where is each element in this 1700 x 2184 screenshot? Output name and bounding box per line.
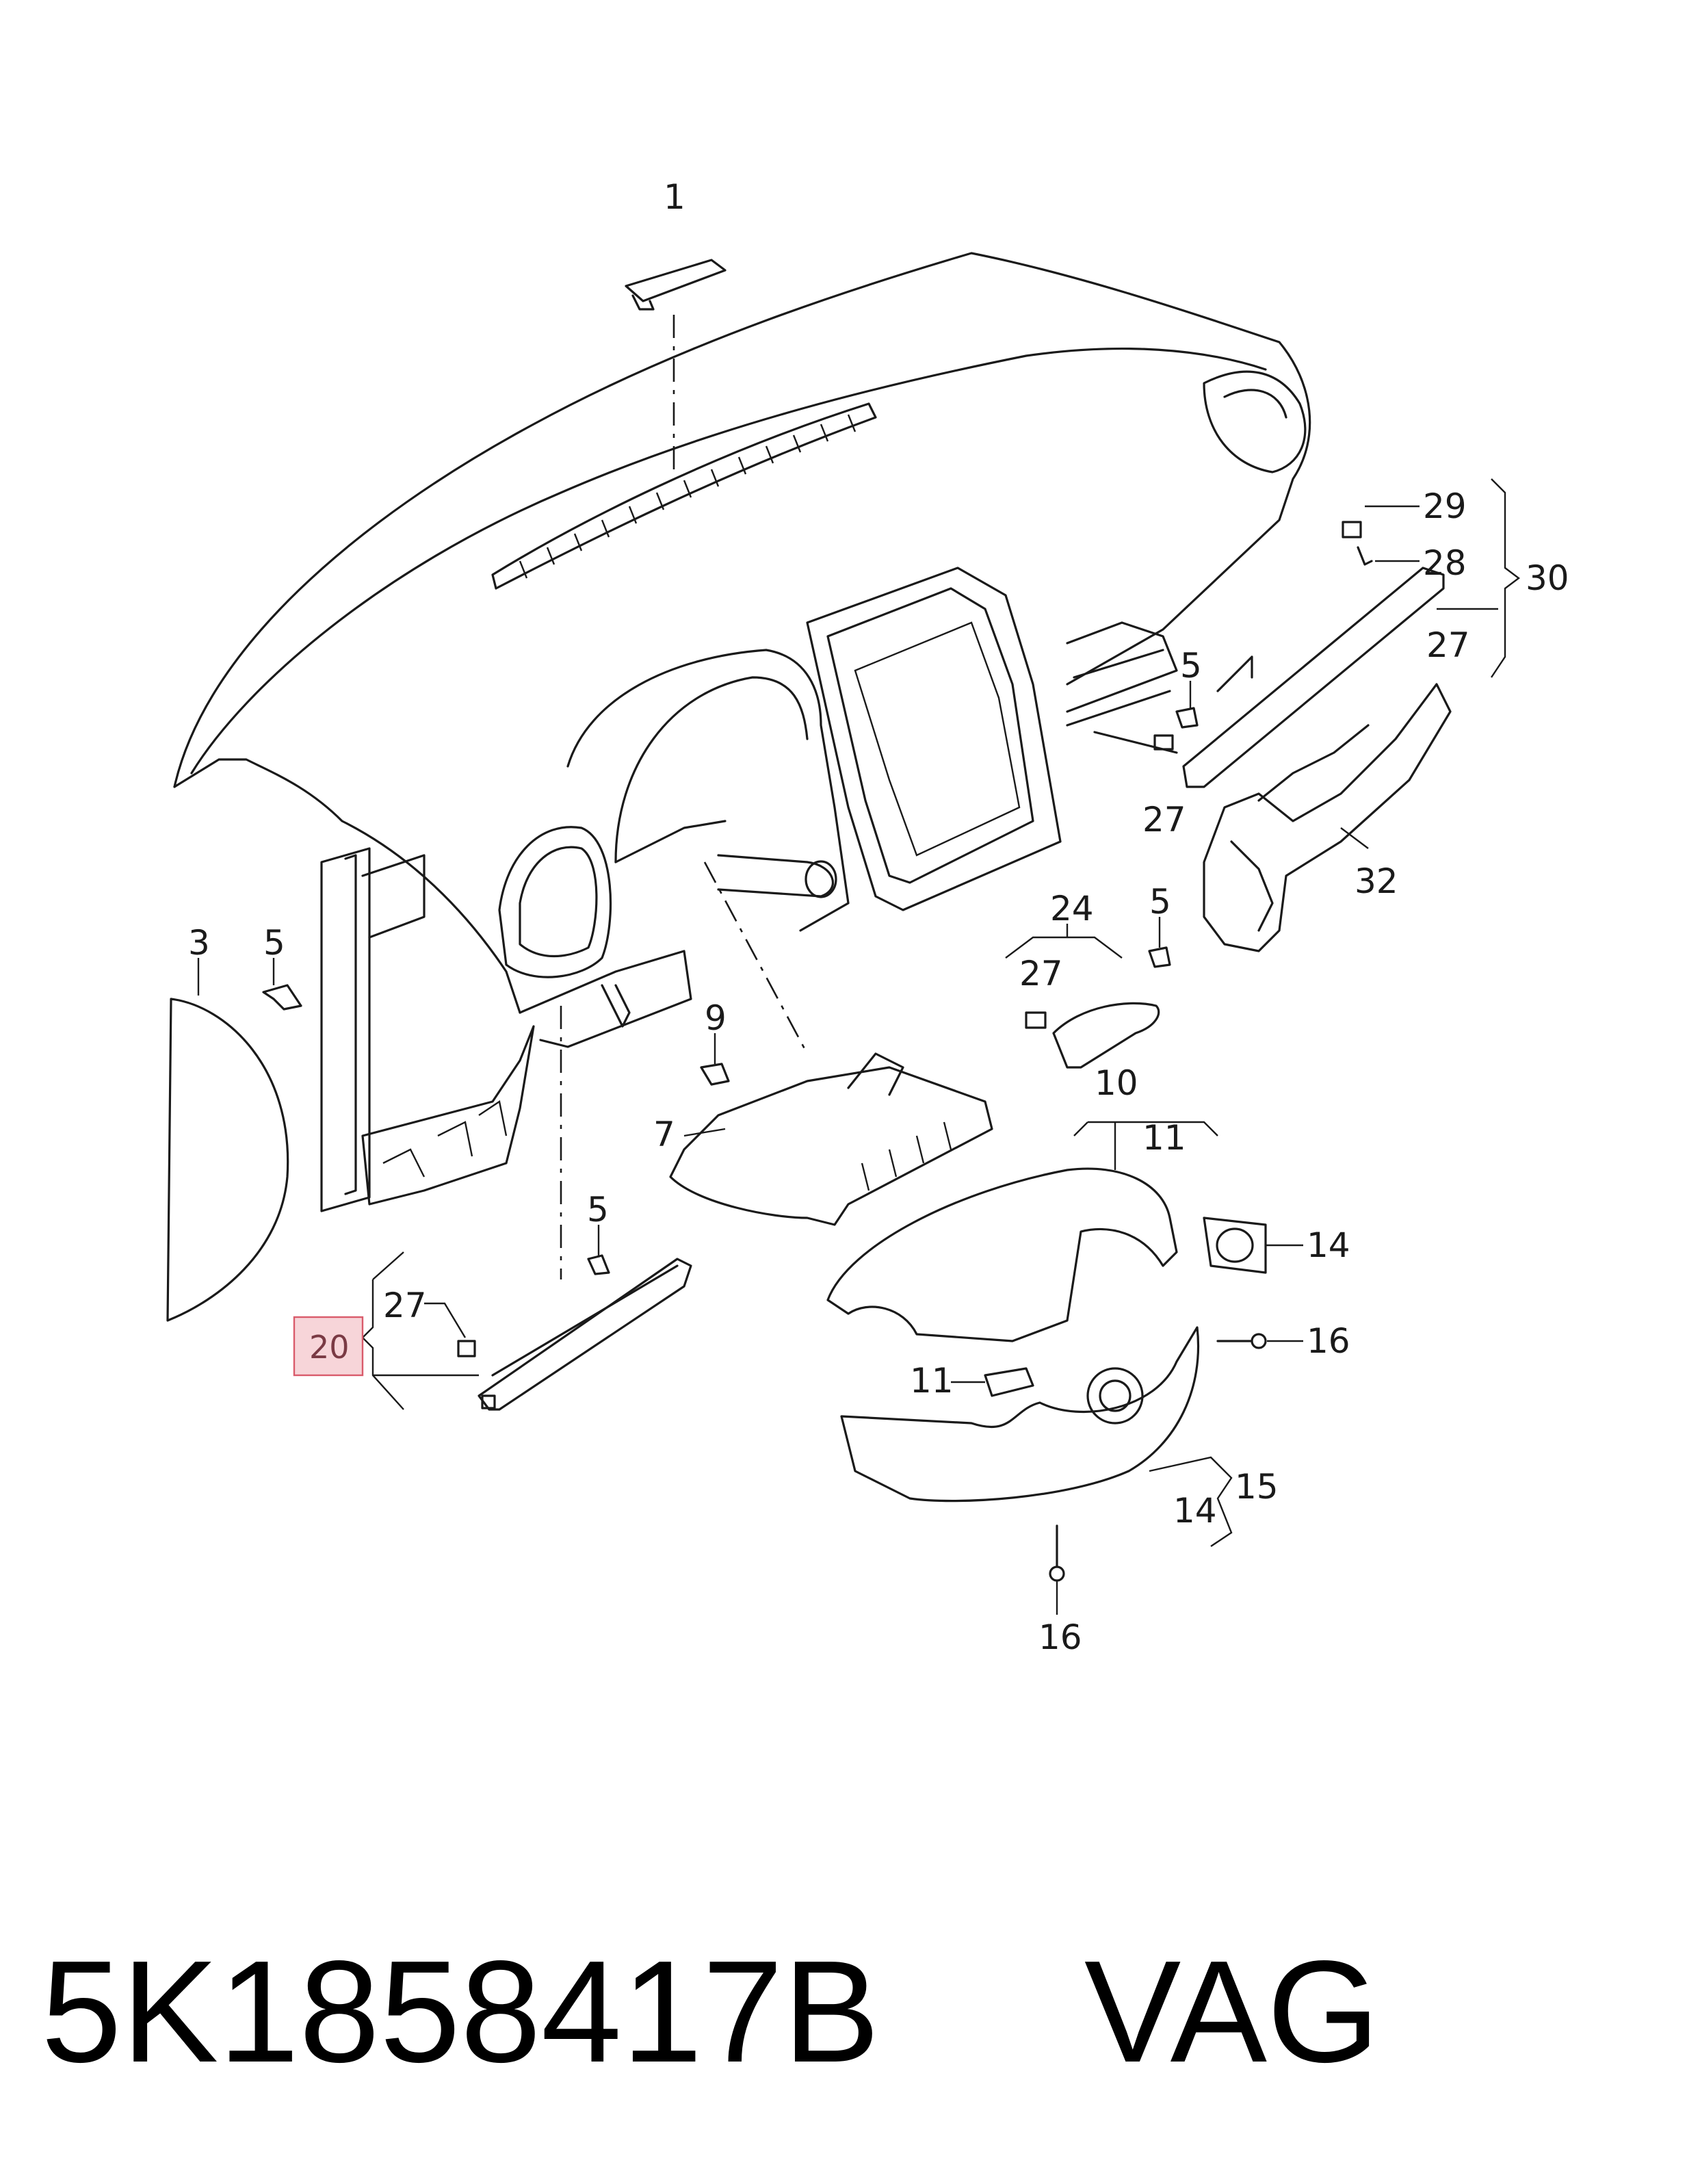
callout-16-right: 16 <box>1307 1321 1350 1361</box>
callout-28: 28 <box>1423 543 1467 583</box>
part-clip-27-left <box>424 1302 476 1357</box>
callout-27-mid: 27 <box>1019 954 1063 993</box>
part-clip-5-right <box>1148 917 1171 968</box>
callout-11-upper: 11 <box>1142 1118 1186 1158</box>
callout-5-upper-right: 5 <box>1180 646 1202 686</box>
bracket-20 <box>361 1251 479 1410</box>
callout-3: 3 <box>188 923 210 963</box>
bracket-30 <box>1340 478 1520 849</box>
callout-labels: 1 3 5 5 5 5 7 9 10 11 11 14 14 15 16 16 … <box>188 177 1569 1657</box>
part-trim-strip-20 <box>478 1258 692 1411</box>
callout-29: 29 <box>1423 486 1467 526</box>
part-number: 5K1858417B <box>41 1930 880 2092</box>
part-cap <box>625 259 727 472</box>
callout-10: 10 <box>1095 1063 1138 1103</box>
brand-name: VAG <box>1084 1930 1380 2092</box>
part-clip-5-upper-right <box>1175 681 1199 729</box>
callout-5-left: 5 <box>263 923 285 963</box>
part-lower-trim-7 <box>669 1052 993 1226</box>
part-clip-9 <box>700 1033 730 1086</box>
callout-20: 20 <box>309 1329 350 1366</box>
exploded-parts-diagram: 1 3 5 5 5 5 7 9 10 11 11 14 14 15 16 16 … <box>166 177 1569 1657</box>
part-number-footer: 5K1858417B VAG <box>41 1929 1669 2094</box>
part-clip-5-left <box>262 958 302 1011</box>
callout-16-bottom: 16 <box>1038 1617 1082 1657</box>
part-trim-24 <box>1005 924 1160 1069</box>
callout-11-lower: 11 <box>910 1361 954 1401</box>
part-clip-5-mid <box>587 1225 610 1275</box>
callout-24: 24 <box>1050 889 1094 928</box>
callout-27-right: 27 <box>1142 800 1186 840</box>
callout-27-upper-right: 27 <box>1426 625 1470 665</box>
part-column-shroud-upper <box>826 1121 1218 1342</box>
callout-30: 30 <box>1526 558 1569 598</box>
callout-14-lower: 14 <box>1173 1491 1217 1531</box>
part-end-cap <box>166 958 289 1322</box>
callout-5-right: 5 <box>1149 882 1171 922</box>
callout-32: 32 <box>1355 861 1398 901</box>
callout-20-highlight[interactable]: 20 <box>293 1316 364 1377</box>
callout-1: 1 <box>664 177 685 217</box>
callout-7: 7 <box>653 1115 675 1154</box>
callout-15: 15 <box>1235 1467 1279 1507</box>
dashboard-body <box>173 252 1311 1279</box>
callout-5-mid: 5 <box>587 1190 609 1230</box>
callout-9: 9 <box>705 998 727 1038</box>
callout-27-left: 27 <box>383 1286 427 1325</box>
callout-14-upper: 14 <box>1307 1225 1350 1265</box>
part-column-shroud-lower <box>840 1217 1303 1615</box>
part-glovebox-group <box>1153 521 1452 952</box>
